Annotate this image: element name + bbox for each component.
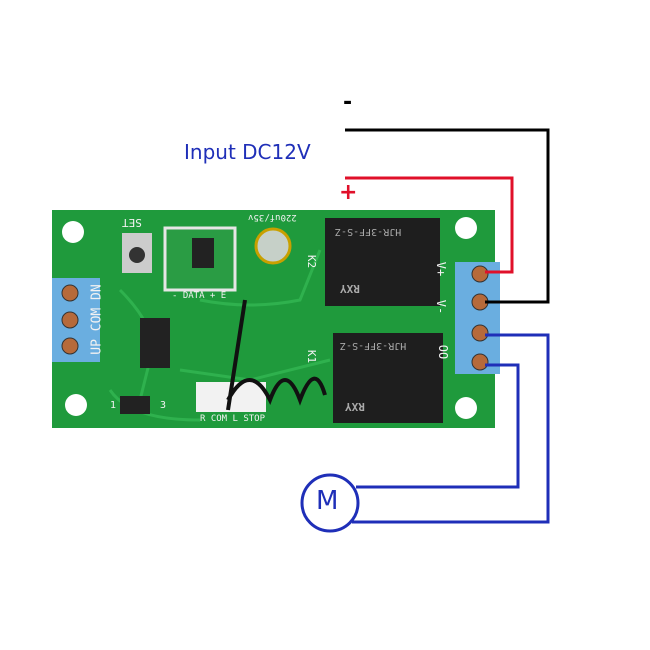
mount-hole <box>62 221 84 243</box>
motor-wire-a <box>352 333 550 524</box>
relay-brand-1: RXY <box>340 282 360 295</box>
motor-wire-b <box>356 363 520 489</box>
set-label: SET <box>122 216 142 229</box>
positive-wire <box>345 176 514 274</box>
relay-k1-label: K1 <box>305 349 319 364</box>
positive-sign: + <box>339 180 358 205</box>
negative-wire <box>345 128 550 304</box>
capacitor-label: 220uf/35v <box>248 212 297 222</box>
relay-k2-label: K2 <box>305 254 319 269</box>
terminal-out-label: OO <box>436 344 451 360</box>
motor-label: M <box>316 486 339 516</box>
terminal-vplus-label: V+ <box>434 261 449 277</box>
antenna-coil <box>226 299 327 411</box>
terminal-screw <box>61 337 79 355</box>
terminal-screw <box>471 353 489 371</box>
set-button-cap <box>129 247 145 263</box>
rf-module-chip <box>192 238 214 268</box>
mount-hole <box>455 217 477 239</box>
negative-sign: - <box>343 90 353 115</box>
relay-k2 <box>325 218 440 306</box>
mount-hole <box>65 394 87 416</box>
relay-model-2: HJR-3FF-S-Z <box>340 340 407 351</box>
ic-chip <box>140 318 170 368</box>
relay-model-1: HJR-3FF-S-Z <box>335 226 402 237</box>
module-pins-label: - DATA + E <box>172 291 227 301</box>
terminal-screw <box>471 265 489 283</box>
terminal-vminus-label: V- <box>434 299 449 315</box>
connector-label: R COM L STOP <box>200 414 266 424</box>
relay-k1 <box>333 333 443 423</box>
input-voltage-label: Input DC12V <box>184 140 311 164</box>
jumper <box>120 396 150 414</box>
jumper-pin-1: 1 <box>110 400 117 411</box>
capacitor <box>254 227 292 265</box>
motor-symbol <box>300 473 360 533</box>
terminal-screw <box>471 324 489 342</box>
terminal-screw <box>61 284 79 302</box>
relay-brand-2: RXY <box>345 400 365 413</box>
mount-hole <box>455 397 477 419</box>
terminal-screw <box>61 311 79 329</box>
jumper-pin-3: 3 <box>160 400 167 411</box>
left-terminal-label: UP COM DN <box>89 284 105 355</box>
